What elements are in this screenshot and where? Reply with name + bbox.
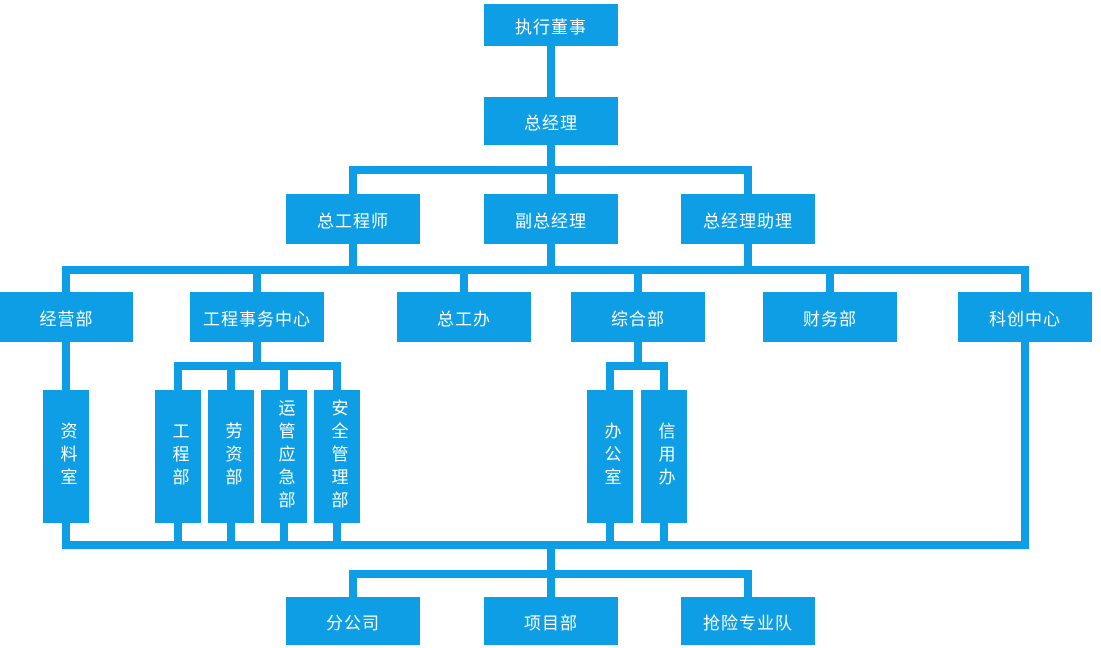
connector-l4-stub bbox=[460, 274, 468, 292]
connector-l3-stub bbox=[547, 174, 555, 194]
connector-l6-bus bbox=[349, 570, 752, 578]
node-finance-dept: 财务部 bbox=[763, 292, 897, 342]
node-chief-engineer: 总工程师 bbox=[286, 194, 420, 244]
node-project-dept: 项目部 bbox=[484, 597, 618, 645]
connector-v-drop bbox=[606, 523, 614, 541]
connector-bottom-bus bbox=[62, 541, 1029, 549]
node-chief-engineer-office: 总工办 bbox=[397, 292, 531, 342]
connector-business-dataroom bbox=[62, 342, 70, 390]
connector-l4-stub bbox=[634, 274, 642, 292]
connector-general-stub bbox=[606, 370, 614, 390]
connector-l2-drop bbox=[547, 145, 555, 174]
connector-bottom-drop bbox=[547, 549, 555, 570]
node-credit-office: 信用办 bbox=[641, 390, 687, 523]
node-business-dept: 经营部 bbox=[0, 292, 133, 342]
connector-l3-drop bbox=[547, 244, 555, 266]
connector-eng-drop bbox=[253, 342, 261, 362]
node-data-room: 资料室 bbox=[43, 390, 89, 523]
connector-eng-stub bbox=[280, 370, 288, 390]
connector-eng-bus bbox=[174, 362, 341, 370]
connector-l1-l2 bbox=[547, 46, 555, 97]
node-general-affairs-dept: 综合部 bbox=[571, 292, 705, 342]
connector-v-drop bbox=[62, 523, 70, 541]
node-branch-company: 分公司 bbox=[286, 597, 420, 645]
node-label: 工程部 bbox=[168, 422, 189, 491]
connector-general-drop bbox=[634, 342, 642, 362]
node-office: 办公室 bbox=[587, 390, 633, 523]
connector-l4-bus bbox=[62, 266, 1029, 274]
connector-l3-stub bbox=[349, 174, 357, 194]
connector-v-drop bbox=[333, 523, 341, 541]
connector-eng-stub bbox=[333, 370, 341, 390]
connector-v-drop bbox=[174, 523, 182, 541]
node-deputy-general-manager: 副总经理 bbox=[484, 194, 618, 244]
connector-l4-stub bbox=[62, 274, 70, 292]
connector-scitech-drop bbox=[1021, 342, 1029, 541]
connector-eng-stub bbox=[227, 370, 235, 390]
node-label: 资料室 bbox=[56, 422, 77, 491]
connector-v-drop bbox=[227, 523, 235, 541]
connector-l4-stub bbox=[826, 274, 834, 292]
node-engineering-affairs-center: 工程事务中心 bbox=[190, 292, 324, 342]
connector-l4-stub bbox=[1021, 274, 1029, 292]
node-label: 劳资部 bbox=[221, 422, 242, 491]
node-label: 办公室 bbox=[600, 422, 621, 491]
node-operation-emergency-dept: 运管应急部 bbox=[261, 390, 307, 523]
node-scitech-center: 科创中心 bbox=[958, 292, 1092, 342]
connector-l6-stub bbox=[744, 578, 752, 597]
node-emergency-rescue-team: 抢险专业队 bbox=[681, 597, 815, 645]
node-gm-assistant: 总经理助理 bbox=[681, 194, 815, 244]
connector-l3-stub bbox=[744, 174, 752, 194]
node-labor-wage-dept: 劳资部 bbox=[208, 390, 254, 523]
connector-eng-stub bbox=[174, 370, 182, 390]
node-general-manager: 总经理 bbox=[484, 97, 618, 145]
connector-l3-bus bbox=[349, 166, 752, 174]
connector-v-drop bbox=[280, 523, 288, 541]
connector-l6-stub bbox=[349, 578, 357, 597]
node-label: 运管应急部 bbox=[274, 399, 295, 514]
connector-general-stub bbox=[660, 370, 668, 390]
connector-v-drop bbox=[660, 523, 668, 541]
connector-l6-stub bbox=[547, 578, 555, 597]
node-label: 信用办 bbox=[654, 422, 675, 491]
node-safety-management-dept: 安全管理部 bbox=[314, 390, 360, 523]
connector-general-bus bbox=[606, 362, 668, 370]
node-executive-director: 执行董事 bbox=[484, 4, 618, 46]
node-engineering-dept: 工程部 bbox=[155, 390, 201, 523]
node-label: 安全管理部 bbox=[327, 399, 348, 514]
connector-l4-stub bbox=[253, 274, 261, 292]
connector-l3-drop bbox=[349, 244, 357, 266]
connector-l3-drop bbox=[744, 244, 752, 266]
